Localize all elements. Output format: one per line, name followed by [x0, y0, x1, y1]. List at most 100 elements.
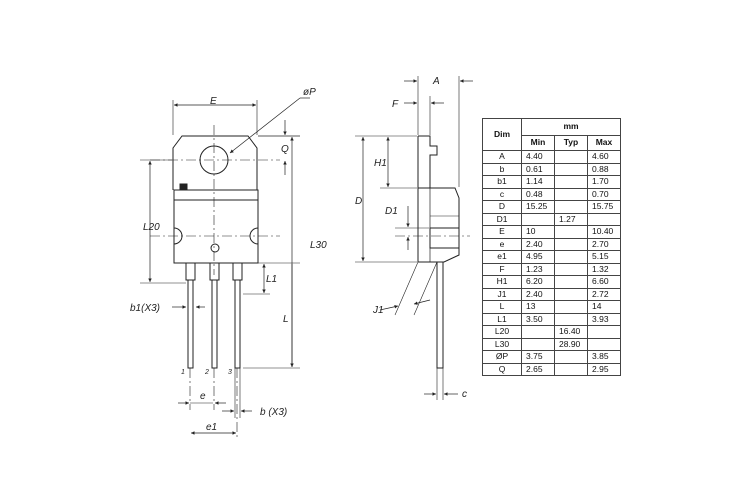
dim-cell: ØP	[482, 350, 522, 364]
label-L1: L1	[266, 274, 277, 285]
typ-cell	[554, 300, 588, 314]
typ-cell	[554, 237, 588, 251]
label-L: L	[283, 314, 289, 325]
typ-cell	[554, 187, 588, 201]
label-c: c	[462, 389, 467, 400]
min-cell: 3.75	[521, 350, 555, 364]
dim-cell: L1	[482, 312, 522, 326]
label-e1: e1	[206, 422, 217, 433]
min-cell: 3.50	[521, 312, 555, 326]
min-cell: 15.25	[521, 200, 555, 214]
min-cell: 2.65	[521, 362, 555, 376]
header-typ: Typ	[554, 135, 588, 151]
max-cell	[587, 325, 621, 339]
min-cell	[521, 325, 555, 339]
header-dim: Dim	[482, 118, 522, 151]
pin-number-2: 2	[204, 369, 209, 376]
max-cell: 2.70	[587, 237, 621, 251]
side-view	[355, 76, 473, 400]
max-cell	[587, 337, 621, 351]
typ-cell: 16.40	[554, 325, 588, 339]
side-body	[418, 187, 460, 263]
min-cell	[521, 337, 555, 351]
table-row: L20 16.40	[482, 325, 621, 339]
min-cell: 1.23	[521, 262, 555, 276]
dim-cell: J1	[482, 287, 522, 301]
typ-cell	[554, 275, 588, 289]
max-cell: 6.60	[587, 275, 621, 289]
dim-cell: D1	[482, 212, 522, 226]
table-row: L30 28.90	[482, 337, 621, 351]
typ-cell	[554, 225, 588, 239]
min-cell: 1.14	[521, 175, 555, 189]
max-cell: 14	[587, 300, 621, 314]
label-A: A	[432, 76, 440, 87]
header-max: Max	[587, 135, 621, 151]
min-cell: 13	[521, 300, 555, 314]
label-D: D	[355, 196, 362, 207]
dim-cell: F	[482, 262, 522, 276]
dim-cell: L30	[482, 337, 522, 351]
dim-cell: e	[482, 237, 522, 251]
max-cell: 10.40	[587, 225, 621, 239]
min-cell: 0.48	[521, 187, 555, 201]
label-Q: Q	[281, 144, 289, 155]
dim-cell: L20	[482, 325, 522, 339]
front-view	[140, 97, 310, 440]
label-b1: b1(X3)	[130, 303, 160, 314]
max-cell: 15.75	[587, 200, 621, 214]
max-cell: 0.70	[587, 187, 621, 201]
max-cell	[587, 212, 621, 226]
max-cell: 4.60	[587, 150, 621, 164]
max-cell: 2.72	[587, 287, 621, 301]
label-L30: L30	[310, 240, 327, 251]
typ-cell	[554, 200, 588, 214]
label-D1: D1	[385, 206, 398, 217]
label-oP: øP	[303, 87, 316, 98]
typ-cell	[554, 350, 588, 364]
dim-cell: L	[482, 300, 522, 314]
max-cell: 1.70	[587, 175, 621, 189]
label-b: b (X3)	[260, 407, 287, 418]
min-cell: 4.40	[521, 150, 555, 164]
front-leads	[185, 262, 243, 369]
dim-cell: D	[482, 200, 522, 214]
dim-cell: H1	[482, 275, 522, 289]
max-cell: 5.15	[587, 250, 621, 264]
dim-cell: b	[482, 162, 522, 176]
typ-cell	[554, 362, 588, 376]
dim-cell: c	[482, 187, 522, 201]
typ-cell	[554, 150, 588, 164]
package-drawing: E øP Q L20 L30 L1 L b1(X3) 1 2 3 e b (X3…	[130, 76, 473, 440]
label-E: E	[210, 96, 217, 107]
min-cell	[521, 212, 555, 226]
side-lead	[436, 261, 444, 369]
dim-cell: Q	[482, 362, 522, 376]
max-cell: 3.85	[587, 350, 621, 364]
typ-cell: 28.90	[554, 337, 588, 351]
typ-cell	[554, 262, 588, 276]
label-J1: J1	[372, 305, 384, 316]
dim-cell: b1	[482, 175, 522, 189]
label-F: F	[392, 99, 399, 110]
typ-cell	[554, 250, 588, 264]
min-cell: 6.20	[521, 275, 555, 289]
max-cell: 2.95	[587, 362, 621, 376]
pin-number-1: 1	[181, 369, 185, 376]
dim-cell: e1	[482, 250, 522, 264]
front-tab-outline	[172, 135, 258, 190]
min-cell: 0.61	[521, 162, 555, 176]
